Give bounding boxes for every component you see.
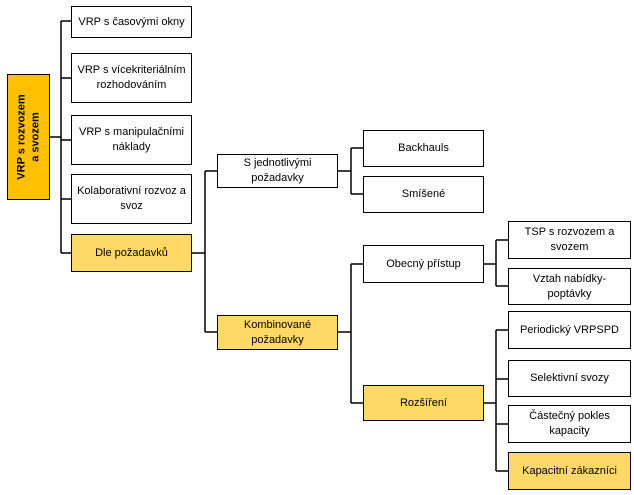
- root-node-label-line2: a svozem: [29, 112, 42, 162]
- node-general-approach: Obecný přístup: [363, 245, 484, 283]
- node-multi-criteria: VRP s vícekriteriálním rozhodováním: [71, 53, 192, 103]
- node-periodic-vrpspd: Periodický VRPSPD: [508, 311, 631, 349]
- node-handling-costs: VRP s manipulačními náklady: [71, 115, 192, 165]
- root-node-label-line1: VRP s rozvozem: [15, 94, 28, 180]
- root-node-vrp-pickup-delivery: VRP s rozvozem a svozem: [7, 74, 50, 200]
- node-supply-demand: Vztah nabídky-poptávky: [508, 268, 631, 305]
- node-partial-capacity-drop: Částečný pokles kapacity: [508, 405, 631, 443]
- node-capacitated-customers: Kapacitní zákazníci: [508, 452, 631, 490]
- node-tsp-pickup-delivery: TSP s rozvozem a svozem: [508, 221, 631, 259]
- root-node-label: VRP s rozvozem a svozem: [15, 94, 43, 179]
- node-collaborative: Kolaborativní rozvoz a svoz: [71, 174, 192, 224]
- node-mixed: Smíšené: [363, 176, 484, 213]
- node-backhauls: Backhauls: [363, 130, 484, 167]
- node-time-windows: VRP s časovými okny: [71, 6, 192, 38]
- node-single-requests: S jednotlivými požadavky: [217, 154, 338, 188]
- node-selective-pickups: Selektivní svozy: [508, 360, 631, 397]
- node-by-requests: Dle požadavků: [71, 234, 192, 272]
- node-extension: Rozšíření: [363, 385, 484, 421]
- node-combined-requests: Kombinované požadavky: [217, 315, 338, 350]
